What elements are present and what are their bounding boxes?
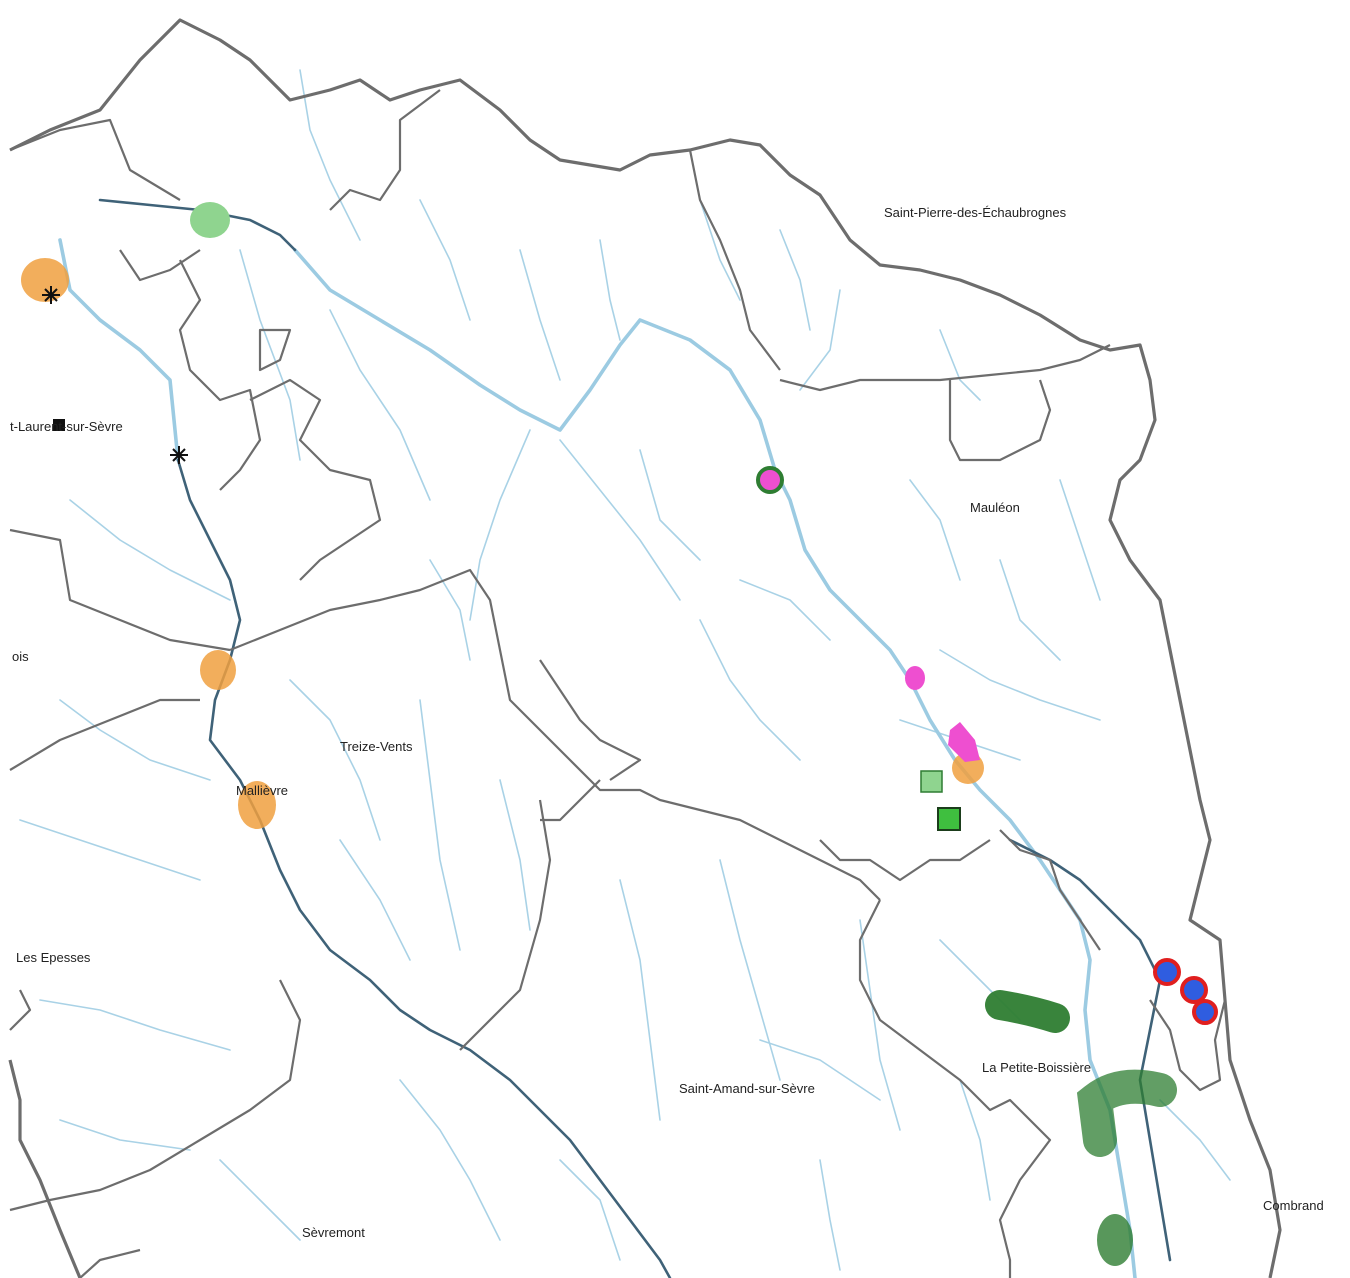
orange-cluster — [238, 781, 276, 829]
asterisk-marker-icon — [42, 286, 60, 304]
light-green-cluster — [190, 202, 230, 238]
light-green-square — [920, 770, 943, 793]
dark-green-cluster — [1097, 1214, 1133, 1266]
label-les-epesses: Les Epesses — [16, 950, 91, 965]
commune-borders — [9, 89, 1227, 1278]
label-mallievre: Mallièvre — [236, 783, 288, 798]
label-saint-pierre: Saint-Pierre-des-Échaubrognes — [884, 205, 1067, 220]
label-saint-laurent: t-Laurent-sur-Sèvre — [10, 419, 123, 434]
western-border — [8, 1059, 82, 1278]
main-river — [293, 248, 1137, 1278]
label-combrand: Combrand — [1263, 1198, 1324, 1213]
stream-network — [19, 69, 1231, 1271]
magenta-cluster — [905, 666, 925, 690]
magenta-cluster — [948, 722, 980, 762]
magenta-cluster — [756, 466, 784, 494]
label-petite-boissiere: La Petite-Boissière — [982, 1060, 1091, 1075]
orange-cluster — [21, 258, 69, 302]
department-border — [9, 18, 1282, 1278]
label-mauleon: Mauléon — [970, 500, 1020, 515]
green-square — [937, 807, 961, 831]
red-blue-marker — [1180, 976, 1208, 1004]
black-square-marker — [53, 419, 65, 431]
dark-green-cluster — [985, 990, 1070, 1033]
red-blue-marker — [1153, 958, 1181, 986]
asterisk-marker-icon — [170, 446, 188, 464]
label-treize-vents: Treize-Vents — [340, 739, 413, 754]
red-blue-marker — [1192, 999, 1218, 1025]
label-saint-amand: Saint-Amand-sur-Sèvre — [679, 1081, 815, 1096]
observation-markers — [21, 202, 1218, 1266]
place-labels: Saint-Pierre-des-Échaubrognes Mauléon t-… — [10, 205, 1324, 1240]
label-sevremont: Sèvremont — [302, 1225, 365, 1240]
label-bois: ois — [12, 649, 29, 664]
upper-river — [58, 238, 180, 462]
orange-cluster — [200, 650, 236, 690]
dark-green-cluster — [1076, 1069, 1177, 1157]
